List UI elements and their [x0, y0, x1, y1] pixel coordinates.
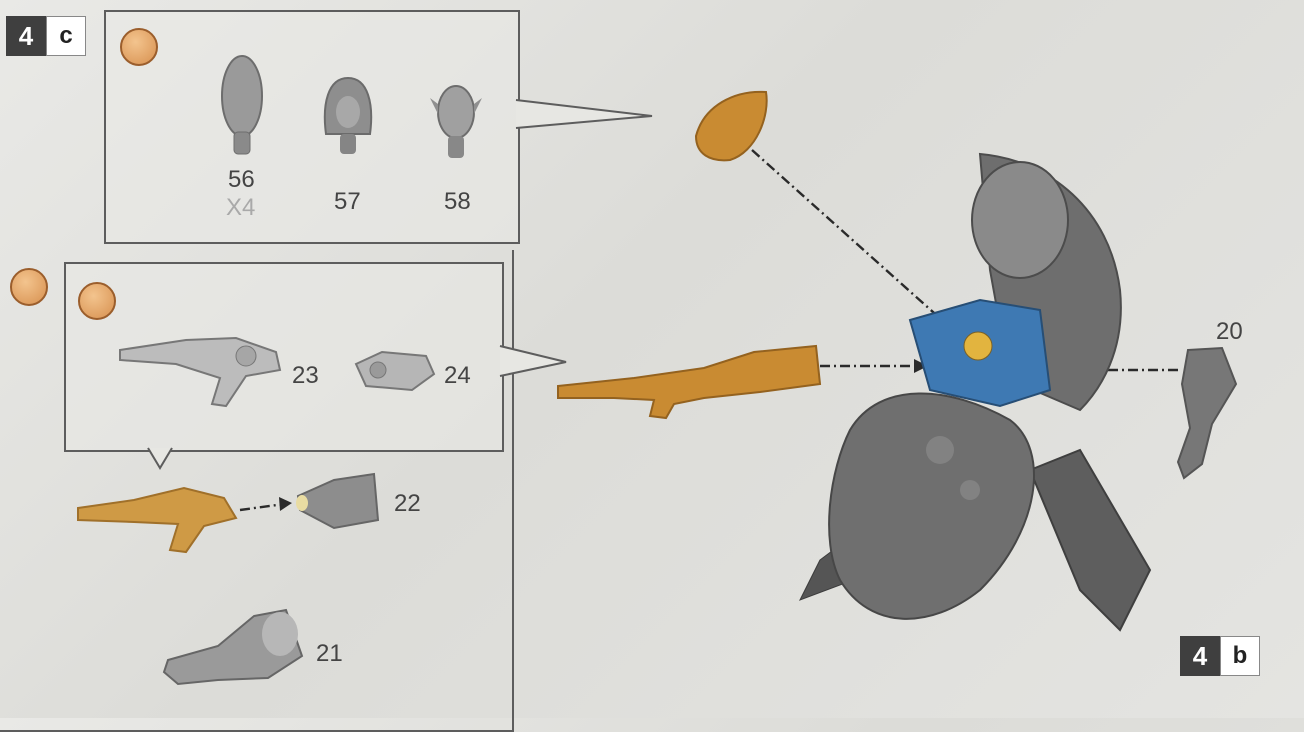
three-heads-symbol-icon	[78, 282, 116, 320]
three-heads-symbol-icon	[120, 28, 158, 66]
part-label-22: 22	[394, 490, 421, 518]
arm-part-20-icon	[1172, 344, 1242, 480]
step-number: 4	[6, 16, 46, 56]
step-badge-4c: 4 c	[6, 16, 86, 56]
step-letter: c	[46, 16, 86, 56]
part-label-57: 57	[334, 188, 361, 216]
rifle-subassembly-icon	[74, 478, 240, 556]
step-badge-4b: 4 b	[1180, 636, 1260, 676]
part-label-23: 23	[292, 362, 319, 390]
rifle-part-24-icon	[352, 346, 438, 396]
step-letter: b	[1220, 636, 1260, 676]
step-number: 4	[1180, 636, 1220, 676]
rifle-part-23-icon	[116, 320, 286, 412]
barrel-part-22-icon	[294, 470, 380, 532]
head-part-57-icon	[318, 74, 378, 158]
part-label-56: 56	[228, 166, 255, 194]
part-label-20: 20	[1216, 318, 1243, 346]
head-part-56-icon	[218, 52, 266, 156]
model-assembly-icon	[780, 150, 1180, 640]
three-heads-symbol-icon	[10, 268, 48, 306]
head-part-58-icon	[428, 78, 484, 162]
part-label-24: 24	[444, 362, 471, 390]
arm-part-21-icon	[158, 606, 308, 690]
head-part-highlight-icon	[690, 86, 772, 166]
part-label-21: 21	[316, 640, 343, 668]
part-label-58: 58	[444, 188, 471, 216]
part-quantity-56: X4	[226, 194, 255, 222]
